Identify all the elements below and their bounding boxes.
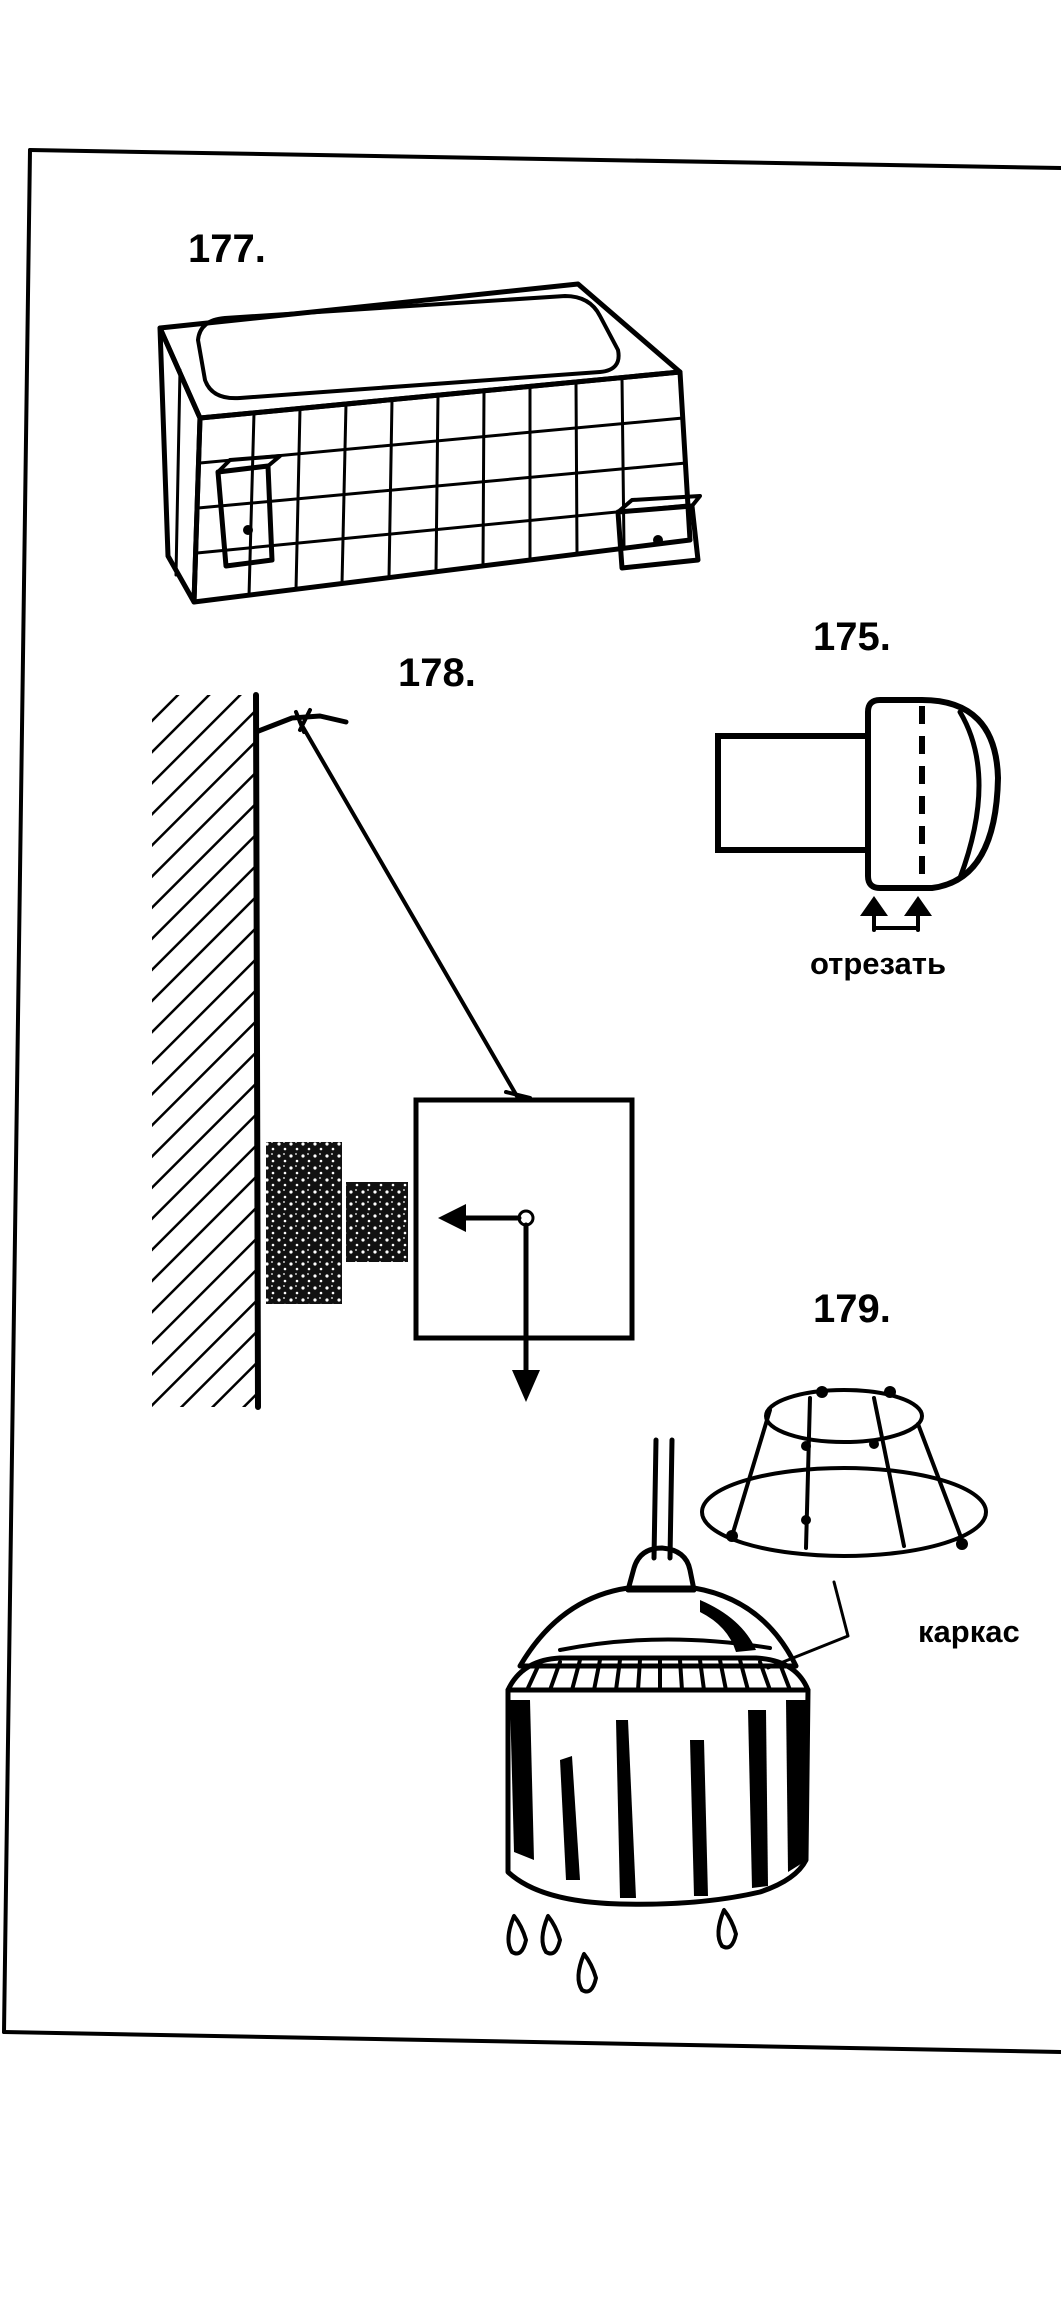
frame-leader-line bbox=[766, 1580, 850, 1670]
figure-177: 177. bbox=[157, 227, 702, 605]
page-frame bbox=[2, 148, 1061, 2054]
cut-arrows bbox=[860, 896, 932, 932]
figure-178: 178. bbox=[152, 651, 635, 1410]
figure-179-label: 179. bbox=[813, 1287, 891, 1331]
figure-177-label: 177. bbox=[188, 227, 266, 271]
lampshade-illustration bbox=[505, 1437, 811, 1994]
right-access-drawer bbox=[615, 494, 702, 571]
tassel-drops bbox=[506, 1908, 738, 1994]
suspension-wire bbox=[298, 720, 520, 1100]
spacer-block-small bbox=[346, 1182, 408, 1262]
hung-panel-illustration bbox=[152, 692, 635, 1410]
skirt-folds bbox=[510, 1700, 806, 1898]
left-access-hatch bbox=[215, 454, 282, 569]
cut-caption: отрезать bbox=[810, 946, 946, 981]
figure-178-label: 178. bbox=[398, 651, 476, 695]
lampshade-frame-illustration bbox=[700, 1386, 988, 1558]
figure-175-label: 175. bbox=[813, 615, 891, 659]
wall-hatching bbox=[152, 695, 256, 1407]
tiled-bathtub-illustration bbox=[157, 281, 702, 605]
tile-grid bbox=[174, 368, 690, 598]
figure-175: 175. отрезать bbox=[715, 615, 1001, 981]
frame-caption: каркас bbox=[918, 1614, 1020, 1649]
cut-cylinder-illustration bbox=[715, 697, 1001, 932]
fringe-pleats bbox=[526, 1658, 792, 1692]
spacer-block-large bbox=[266, 1142, 342, 1304]
figure-179: 179. каркас bbox=[505, 1287, 1020, 1994]
force-arrows bbox=[438, 1204, 540, 1402]
